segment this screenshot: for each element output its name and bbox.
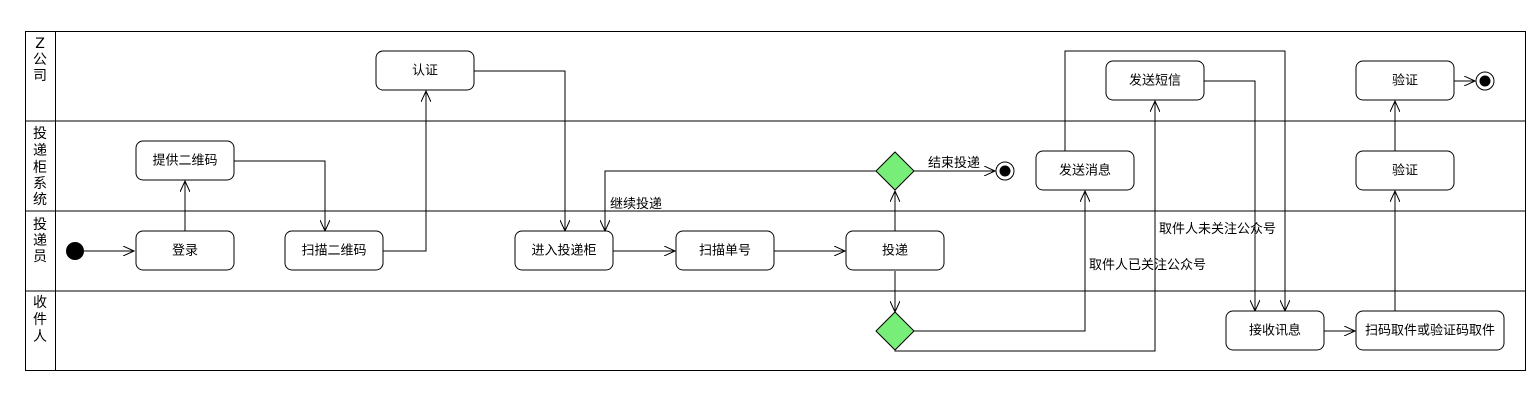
- activity-auth: 认证: [375, 50, 475, 91]
- lane-char: 司: [33, 68, 47, 84]
- label-followed: 取件人已关注公众号: [1089, 258, 1206, 273]
- label-end-delivery: 结束投递: [928, 155, 980, 171]
- edge-auth-enter-locker: [474, 70, 565, 231]
- activity-label: 进入投递柜: [531, 243, 596, 259]
- decision-follow: [875, 311, 915, 351]
- edges: [80, 50, 1475, 352]
- lane-char: 投: [33, 217, 47, 233]
- edge-send-sms-receive: [1204, 80, 1255, 311]
- lane-char: 统: [33, 192, 47, 208]
- lane-label-recipient: 收 件 人: [33, 295, 47, 345]
- lane-char: 投: [33, 126, 47, 142]
- activity-label: 投递: [882, 243, 908, 259]
- lane-char: 件: [33, 312, 47, 328]
- activity-label: 认证: [412, 64, 438, 79]
- lane-char: Z: [35, 36, 45, 52]
- activity-verify-top: 验证: [1355, 60, 1455, 101]
- lane-char: 员: [33, 249, 47, 265]
- decision-continue: [875, 151, 915, 191]
- activity-scan-no: 扫描单号: [675, 230, 775, 271]
- activity-provide-qr: 提供二维码: [135, 140, 235, 181]
- activity-scan-qr: 扫描二维码: [284, 230, 384, 271]
- label-continue-delivery: 继续投递: [610, 196, 662, 212]
- activity-label: 验证: [1392, 73, 1418, 89]
- edge-provide-qr-scan: [234, 160, 325, 231]
- lane-char: 柜: [33, 160, 47, 176]
- end-node-delivery: [995, 161, 1015, 181]
- activity-receive-msg: 接收讯息: [1225, 310, 1325, 351]
- lane-char: 收: [33, 295, 47, 311]
- lane-char: 人: [33, 329, 47, 345]
- activity-pickup: 扫码取件或验证码取件: [1355, 310, 1505, 351]
- activity-label: 扫描单号: [699, 244, 751, 259]
- lane-char: 公: [33, 52, 47, 68]
- lane-char: 递: [33, 143, 47, 159]
- lane-char: 系: [33, 176, 47, 192]
- activity-label: 扫码取件或验证码取件: [1365, 323, 1495, 339]
- lane-char: 递: [33, 233, 47, 249]
- start-node: [66, 242, 84, 260]
- label-not-followed: 取件人未关注公众号: [1159, 222, 1276, 237]
- edge-continue-delivery: [605, 170, 877, 231]
- activity-label: 验证: [1392, 163, 1418, 179]
- edge-scan-auth: [383, 91, 426, 252]
- edge-not-followed-send-sms: [894, 101, 1155, 352]
- activity-enter-locker: 进入投递柜: [514, 230, 614, 271]
- lane-label-company: Z 公 司: [33, 36, 47, 84]
- activity-label: 扫描二维码: [301, 244, 366, 259]
- activity-label: 提供二维码: [152, 153, 217, 169]
- swimlane-frame: [25, 31, 1526, 371]
- activity-deliver: 投递: [845, 230, 945, 271]
- edge-followed-send-msg: [913, 191, 1085, 332]
- end-node-verify: [1475, 71, 1495, 91]
- activity-label: 发送消息: [1059, 163, 1111, 179]
- activity-send-msg: 发送消息: [1035, 150, 1135, 191]
- activity-label: 发送短信: [1129, 73, 1181, 89]
- activity-send-sms: 发送短信: [1105, 60, 1205, 101]
- activity-login: 登录: [135, 230, 235, 271]
- activity-verify-mid: 验证: [1355, 150, 1455, 191]
- lane-label-locker-system: 投 递 柜 系 统: [33, 126, 47, 208]
- edge-send-msg-receive: [1064, 50, 1285, 311]
- activity-label: 登录: [172, 244, 198, 259]
- lane-label-courier: 投 递 员: [33, 217, 47, 265]
- activity-label: 接收讯息: [1249, 323, 1301, 339]
